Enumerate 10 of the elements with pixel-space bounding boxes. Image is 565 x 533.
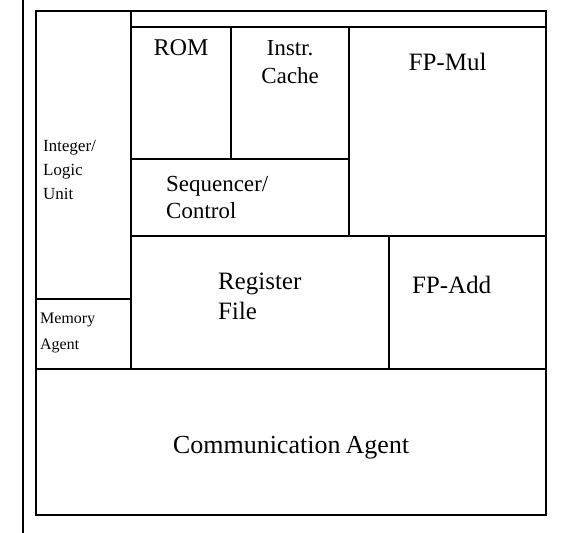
die-outline (35, 10, 547, 516)
block-label: Memory Agent (40, 310, 96, 353)
block-label: Integer/ Logic Unit (43, 136, 96, 203)
block-label: Communication Agent (172, 430, 410, 459)
block-label: FP-Mul (408, 49, 486, 76)
block-label: Register File (218, 268, 302, 325)
block-label: Instr. Cache (261, 35, 319, 88)
block-label: FP-Add (412, 272, 492, 299)
block-label: ROM (154, 35, 208, 61)
block-label: Sequencer/ Control (166, 171, 268, 223)
